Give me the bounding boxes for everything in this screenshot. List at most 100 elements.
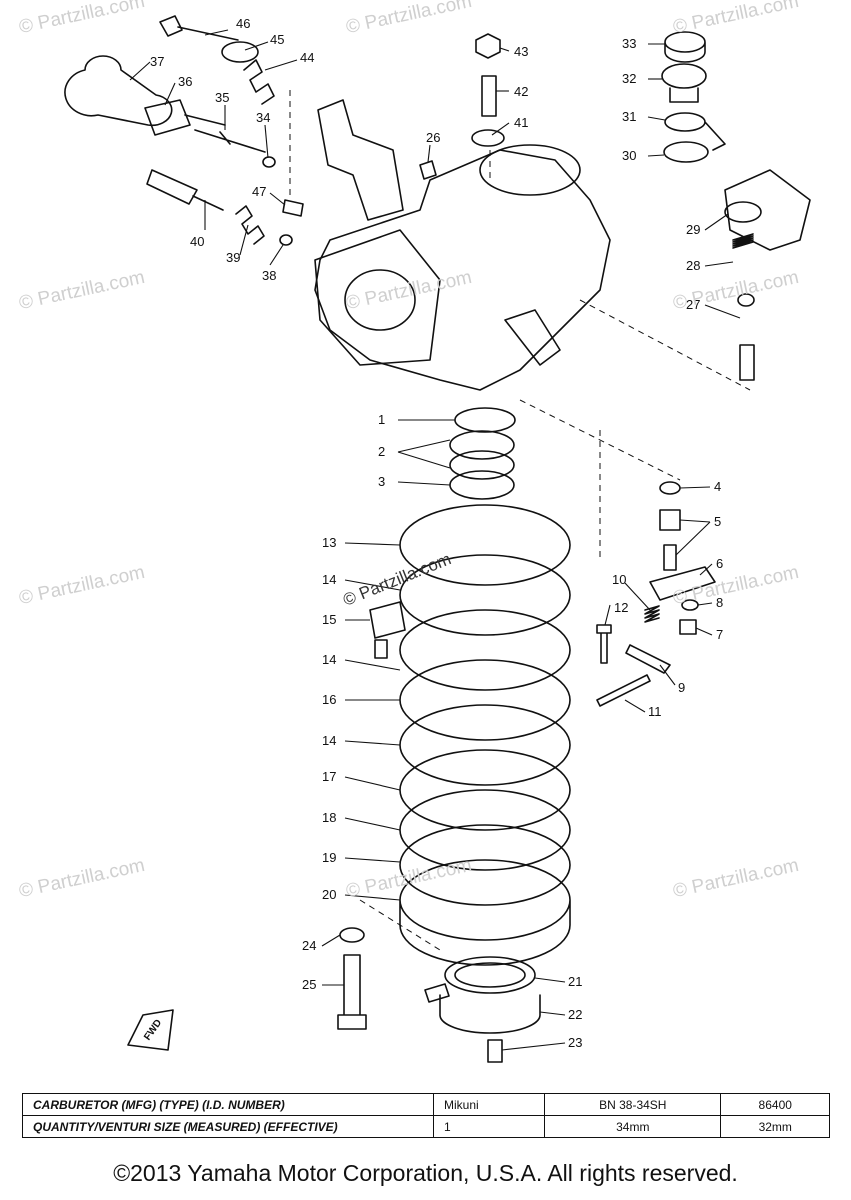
pump-plate-18 <box>399 789 571 871</box>
spec-type: BN 38-34SH <box>544 1093 722 1116</box>
callout-label: 38 <box>262 268 276 283</box>
part-28-spring <box>732 233 754 249</box>
spec-measured: 34mm <box>544 1115 722 1138</box>
spec-label: CARBURETOR (MFG) (TYPE) (I.D. NUMBER) <box>22 1093 434 1116</box>
part-39-spring <box>235 205 265 245</box>
part-36-screw <box>144 99 226 136</box>
part-9-lever <box>625 644 671 674</box>
part-41-washer <box>471 129 505 147</box>
fwd-badge-shape <box>127 1009 174 1051</box>
part-46-screw <box>159 15 239 41</box>
callout-label: 22 <box>568 1007 582 1022</box>
callout-label: 18 <box>322 810 336 825</box>
callout-label: 46 <box>236 16 250 31</box>
callout-label: 41 <box>514 115 528 130</box>
callout-label: 32 <box>622 71 636 86</box>
callout-label: 47 <box>252 184 266 199</box>
part-23-screw <box>487 1039 503 1063</box>
part-3-jet <box>449 470 515 500</box>
part-24-washer <box>339 927 365 943</box>
callout-label: 23 <box>568 1035 582 1050</box>
part-5-valve <box>659 509 681 571</box>
callout-label: 34 <box>256 110 270 125</box>
pump-plate-19 <box>399 824 571 906</box>
part-10-spring <box>644 605 660 623</box>
part-44-spring <box>243 59 275 105</box>
part-25-bolt <box>337 954 367 1030</box>
spec-label: QUANTITY/VENTURI SIZE (MEASURED) (EFFECT… <box>22 1115 434 1138</box>
pump-plate-16 <box>399 659 571 741</box>
part-22-base <box>424 983 541 1034</box>
callout-label: 29 <box>686 222 700 237</box>
callout-label: 13 <box>322 535 336 550</box>
part-32-cover <box>661 63 707 103</box>
spec-row-carburetor: CARBURETOR (MFG) (TYPE) (I.D. NUMBER) Mi… <box>22 1093 830 1116</box>
callout-label: 14 <box>322 652 336 667</box>
callout-label: 26 <box>426 130 440 145</box>
part-2-jet <box>449 430 515 480</box>
spec-effective: 32mm <box>720 1115 830 1138</box>
part-34-ring <box>262 156 276 168</box>
part-43-nut <box>475 33 501 59</box>
carburetor-body <box>314 149 611 391</box>
part-6-plate <box>649 566 716 601</box>
callout-label: 17 <box>322 769 336 784</box>
part-1-jet <box>454 407 516 433</box>
callout-label: 24 <box>302 938 316 953</box>
callout-label: 6 <box>716 556 723 571</box>
spec-id: 86400 <box>720 1093 830 1116</box>
pump-plate-20 <box>399 859 571 966</box>
part-4-cap <box>659 481 681 495</box>
callout-label: 7 <box>716 627 723 642</box>
callout-label: 25 <box>302 977 316 992</box>
part-33-cap <box>664 31 706 63</box>
callout-label: 9 <box>678 680 685 695</box>
callout-label: 39 <box>226 250 240 265</box>
part-15-fitting <box>369 601 406 659</box>
pump-plate-14a <box>399 554 571 636</box>
part-7-screw <box>679 619 697 635</box>
callout-label: 44 <box>300 50 314 65</box>
callout-label: 19 <box>322 850 336 865</box>
callout-label: 35 <box>215 90 229 105</box>
callout-label: 40 <box>190 234 204 249</box>
callout-label: 11 <box>648 704 662 719</box>
part-30-gasket <box>663 141 709 163</box>
part-37-cap <box>64 55 173 127</box>
callout-label: 36 <box>178 74 192 89</box>
part-38-ring <box>279 234 293 246</box>
callout-label: 14 <box>322 733 336 748</box>
part-11-pin <box>596 674 651 707</box>
spec-table: CARBURETOR (MFG) (TYPE) (I.D. NUMBER) Mi… <box>22 1093 830 1138</box>
callout-label: 10 <box>612 572 626 587</box>
exploded-view: 46 45 44 37 36 35 34 26 47 40 39 38 43 4… <box>64 15 811 1063</box>
callout-label: 4 <box>714 479 721 494</box>
callout-label: 33 <box>622 36 636 51</box>
part-42-stud <box>481 75 497 117</box>
pump-plate-13 <box>399 504 571 586</box>
top-bracket <box>317 99 404 221</box>
part-27-needle <box>737 293 755 381</box>
callout-label: 37 <box>150 54 164 69</box>
callout-label: 21 <box>568 974 582 989</box>
callout-label: 43 <box>514 44 528 59</box>
callout-label: 8 <box>716 595 723 610</box>
part-31-lever <box>664 112 726 151</box>
part-21-ring <box>444 956 536 994</box>
callout-label: 14 <box>322 572 336 587</box>
spec-mfg: Mikuni <box>432 1093 546 1116</box>
callout-label: 1 <box>378 412 385 427</box>
pump-plate-14b <box>399 609 571 691</box>
callout-label: 15 <box>322 612 336 627</box>
throttle-lever <box>504 309 561 366</box>
part-45-washer <box>221 41 259 63</box>
part-35-needle <box>194 129 266 153</box>
fwd-badge: FWD <box>142 1018 164 1043</box>
callout-label: 3 <box>378 474 385 489</box>
part-47-plug <box>282 199 304 217</box>
float-chamber-top <box>479 144 581 196</box>
spec-qty: 1 <box>432 1115 546 1138</box>
callout-label: 20 <box>322 887 336 902</box>
callout-labels: 46 45 44 37 36 35 34 26 47 40 39 38 43 4… <box>142 16 723 1050</box>
callout-label: 28 <box>686 258 700 273</box>
